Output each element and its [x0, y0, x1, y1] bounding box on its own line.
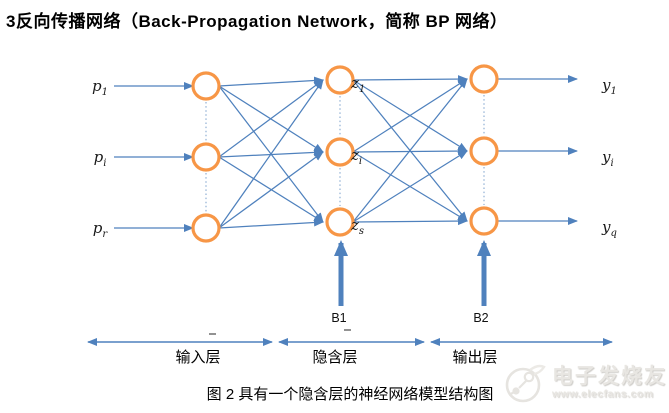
hidden-label: z1	[350, 74, 365, 95]
edge-input-hidden	[218, 79, 324, 229]
hidden-node-3	[325, 207, 355, 237]
bias-label-b2: B2	[473, 311, 488, 325]
bias-arrows	[334, 240, 491, 306]
neuron-nodes	[191, 64, 499, 243]
edge-input-hidden	[218, 79, 324, 158]
bias-label-b1: B1	[331, 311, 346, 325]
layer-caption-3: 输出层	[452, 349, 497, 366]
edge-hidden-output	[352, 78, 468, 153]
edge-hidden-output	[352, 217, 468, 226]
hidden-node-1	[325, 65, 355, 95]
watermark-url: www.elecfans.com	[552, 387, 654, 400]
edge-hidden-output	[352, 78, 468, 223]
edge-input-hidden	[218, 151, 324, 229]
input-node-2	[191, 142, 221, 172]
figure-caption: 图 2 具有一个隐含层的神经网络模型结构图	[206, 386, 494, 403]
output-node-2	[469, 136, 499, 166]
output-node-1	[469, 64, 499, 94]
watermark-brand: 电子发烧友	[552, 365, 667, 389]
hidden-label: zs	[350, 216, 364, 237]
input-node-3	[191, 213, 221, 243]
input-output-arrows	[114, 75, 578, 232]
layer-span-arrows	[87, 329, 613, 346]
layer-caption-1: 输入层	[175, 349, 220, 366]
edge-input-hidden	[218, 76, 324, 87]
hidden-label: zi	[350, 146, 362, 167]
output-label: y1	[601, 76, 617, 97]
connection-edges	[218, 75, 468, 229]
output-label: yq	[601, 218, 617, 239]
watermark: 电子发烧友 www.elecfans.com	[500, 357, 667, 409]
edge-hidden-output	[352, 75, 468, 84]
edge-hidden-output	[352, 150, 468, 223]
page-title: 3反向传播网络（Back-Propagation Network，简称 BP 网…	[6, 12, 508, 31]
input-node-1	[191, 71, 221, 101]
elecfans-logo-icon	[505, 364, 546, 403]
ellipsis-dotted-lines	[205, 95, 485, 212]
input-label: pr	[93, 219, 109, 240]
input-label: pi	[94, 148, 107, 169]
edge-input-hidden	[218, 218, 324, 229]
layer-caption-2: 隐含层	[312, 349, 357, 366]
input-label: p1	[92, 77, 108, 98]
output-label: yi	[601, 148, 614, 169]
output-node-3	[469, 206, 499, 236]
watermark-text: 电子发烧友 www.elecfans.com	[552, 366, 667, 399]
hidden-node-2	[325, 137, 355, 167]
